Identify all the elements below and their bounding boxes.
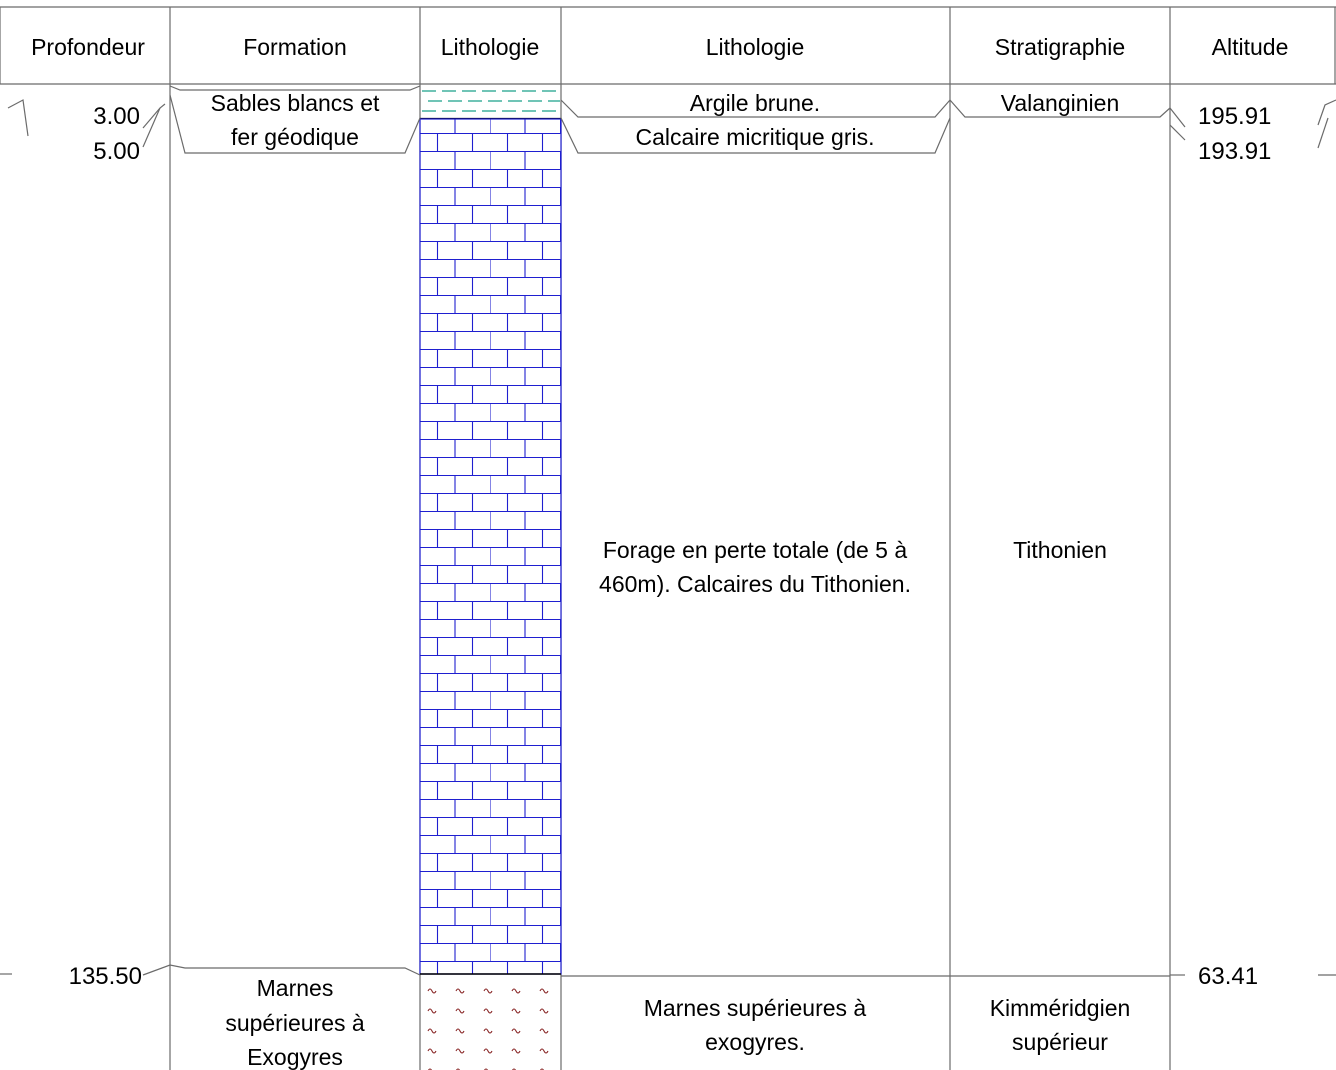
litho-boundary-3 — [560, 99, 951, 118]
formation-boundary-135 — [142, 964, 421, 976]
lithology-desc-3-line-2: 460m). Calcaires du Tithonien. — [599, 571, 911, 597]
depth-5-tick-right — [142, 107, 161, 148]
alt-3-tick-right — [1317, 99, 1336, 126]
depth-value-135: 135.50 — [69, 963, 142, 990]
header-lithologie-pattern: Lithologie — [441, 34, 539, 60]
altitude-value-193: 193.91 — [1198, 138, 1271, 165]
marl-interval — [421, 975, 560, 1070]
header-altitude: Altitude — [1212, 34, 1289, 60]
lithology-desc-3-line-1: Forage en perte totale (de 5 à — [603, 537, 908, 563]
header-formation: Formation — [243, 34, 347, 60]
lithology-desc-4-line-2: exogyres. — [705, 1029, 805, 1055]
depth-3-tick-left — [7, 99, 29, 137]
strat-boundary-3 — [949, 99, 1171, 118]
depth-value-3: 3.00 — [93, 103, 140, 130]
lithology-column — [419, 86, 562, 1070]
lithology-desc-4-line-1: Marnes supérieures à — [644, 995, 867, 1021]
formation-boundary-top — [169, 85, 421, 91]
altitude-value-63: 63.41 — [1198, 963, 1258, 990]
litho-boundary-5 — [560, 117, 951, 154]
header-stratigraphie: Stratigraphie — [995, 34, 1125, 60]
formation-2-line-2: supérieures à — [225, 1010, 365, 1036]
stratigraphy-2: Tithonien — [1013, 537, 1107, 563]
lithology-desc-2: Calcaire micritique gris. — [635, 124, 874, 150]
stratigraphy-3-line-1: Kimméridgien — [990, 995, 1131, 1021]
stratigraphy-3-line-2: supérieur — [1012, 1029, 1108, 1055]
formation-boundary-5 — [169, 94, 421, 154]
formation-1-line-2: fer géodique — [231, 124, 359, 150]
depth-value-5: 5.00 — [93, 138, 140, 165]
stratigraphy-1: Valanginien — [1001, 90, 1120, 116]
lithology-desc-1: Argile brune. — [690, 90, 820, 116]
alt-5-tick-left — [1169, 124, 1186, 141]
limestone-interval — [419, 118, 562, 975]
altitude-value-195: 195.91 — [1198, 103, 1271, 130]
formation-2-line-1: Marnes — [257, 975, 334, 1001]
header-lithologie-description: Lithologie — [706, 34, 804, 60]
formation-1-line-1: Sables blancs et — [211, 90, 380, 116]
boundary-connectors — [0, 85, 1336, 977]
alt-5-tick-right — [1317, 117, 1329, 149]
depth-3-tick-right — [142, 103, 166, 129]
alt-3-tick-left — [1169, 107, 1186, 128]
clay-pattern — [422, 90, 560, 112]
header-profondeur: Profondeur — [31, 34, 145, 60]
formation-2-line-3: Exogyres — [247, 1044, 343, 1070]
